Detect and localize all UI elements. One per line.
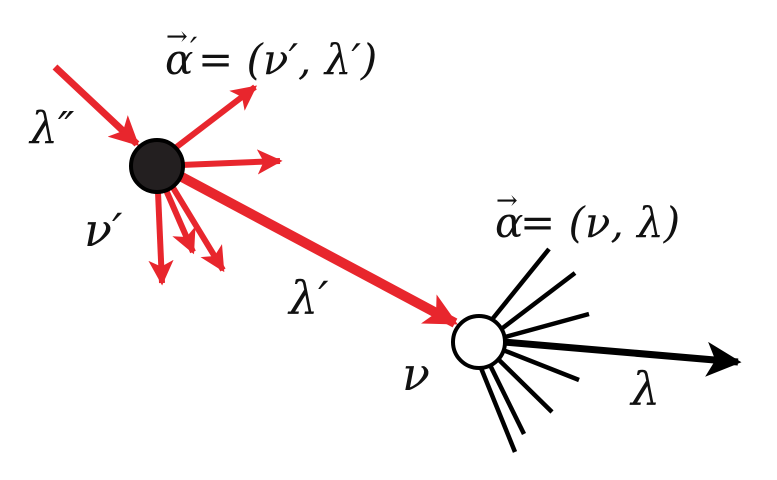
source-arrow-right [180, 149, 283, 175]
target-spoke [504, 311, 590, 340]
target-node [451, 314, 507, 370]
source-vector-expression: = (ν′, λ′) [198, 35, 377, 84]
target-vector-label: → α = (ν, λ) [495, 186, 680, 247]
target-node-label: ν [402, 347, 430, 401]
connecting-edge-label: λ′ [287, 271, 329, 325]
outgoing-edge-arrow [503, 338, 742, 377]
target-spoke [487, 364, 527, 435]
incoming-edge-label: λ″ [28, 103, 75, 154]
target-spoke [502, 347, 580, 383]
target-vector-alpha: α [495, 198, 523, 247]
source-vector-label: → α ′ = (ν′, λ′) [165, 22, 377, 84]
target-spokes [478, 247, 590, 453]
source-node-label: ν′ [84, 203, 123, 257]
source-arrow-upper [168, 84, 258, 155]
source-outgoing-arrows [148, 84, 283, 286]
source-arrow-down-right [169, 184, 226, 273]
connecting-edge-arrow [177, 171, 458, 328]
target-spoke [496, 357, 554, 414]
source-vector-prime: ′ [190, 30, 198, 68]
source-vector-alpha: α [165, 35, 193, 84]
source-node [129, 138, 185, 194]
target-vector-expression: = (ν, λ) [520, 198, 680, 247]
target-spoke [498, 271, 577, 332]
target-spoke [488, 247, 551, 324]
source-arrow-down-mid [163, 188, 196, 255]
target-spoke [478, 367, 518, 453]
outgoing-edge-label: λ [629, 362, 660, 416]
source-arrow-down [148, 191, 174, 286]
source-vector-arrow-glyph: → [166, 22, 188, 52]
incoming-edge-arrow [52, 64, 140, 147]
target-vector-arrow-glyph: → [496, 186, 518, 216]
